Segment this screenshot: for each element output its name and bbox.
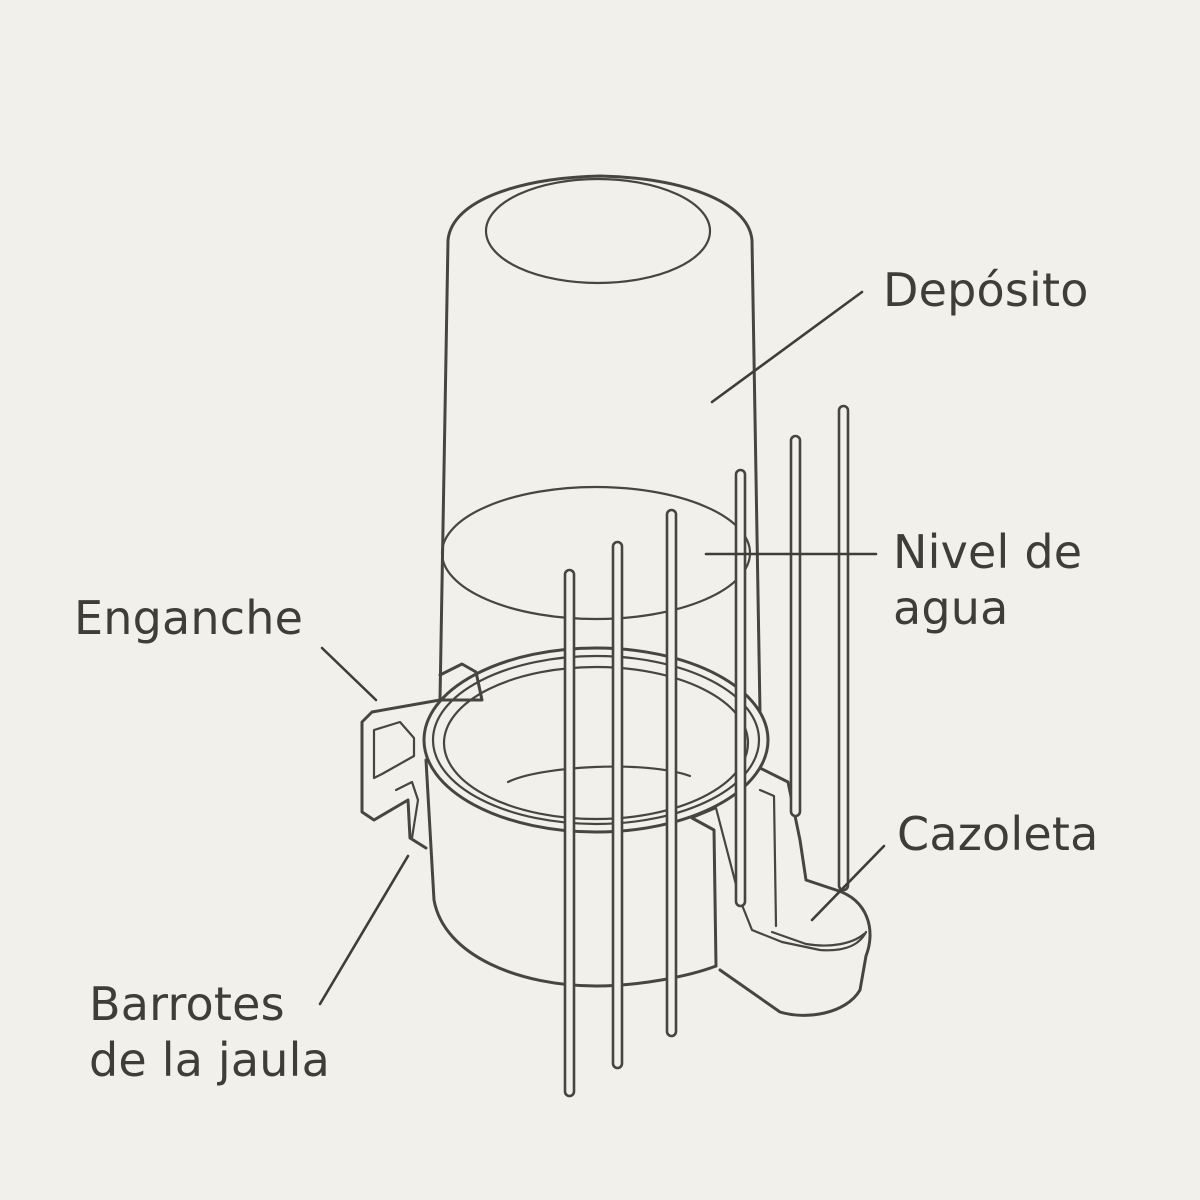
label-enganche: Enganche [74, 590, 303, 646]
drinking-cup [690, 766, 872, 1017]
hook-inner [372, 720, 416, 780]
label-deposito-text: Depósito [883, 263, 1089, 317]
label-nivel-line1: Nivel de [893, 525, 1083, 579]
hook [360, 662, 484, 850]
label-barrotes-line2: de la jaula [89, 1033, 331, 1087]
base-cup [422, 646, 770, 988]
leader-cazoleta [810, 844, 886, 922]
cage-bar-6 [837, 404, 850, 892]
base-inner-water [506, 765, 692, 784]
reservoir-outline [438, 174, 762, 714]
label-nivel-de-agua: Nivel de agua [893, 524, 1082, 636]
leader-deposito [710, 290, 864, 404]
cage-bar-3 [665, 508, 678, 1038]
label-deposito: Depósito [883, 262, 1089, 318]
leader-barrotes [318, 854, 410, 1006]
cage-bar-2 [611, 540, 624, 1070]
cage-bar-4 [734, 468, 747, 908]
spout-outline [690, 766, 872, 1017]
water-level-ellipse [440, 485, 752, 621]
leader-lines [318, 290, 886, 1006]
label-nivel-line2: agua [893, 581, 1009, 635]
label-barrotes-line1: Barrotes [89, 977, 285, 1031]
reservoir-top-rim [484, 177, 712, 285]
base-rim-line [431, 654, 761, 826]
cage-bars [563, 404, 850, 1098]
cage-bar-1 [563, 568, 576, 1098]
base-body [424, 758, 718, 988]
spout-channel [690, 806, 868, 952]
base-inner-rim [442, 665, 750, 821]
leader-enganche [320, 646, 378, 702]
label-cazoleta-text: Cazoleta [897, 807, 1099, 861]
cup-water [770, 930, 866, 947]
hook-clip-tab [394, 780, 420, 840]
reservoir [438, 174, 762, 714]
spout-ridge [758, 788, 778, 928]
cage-bar-5 [789, 434, 802, 818]
hook-outline [360, 662, 484, 850]
label-barrotes-de-la-jaula: Barrotes de la jaula [89, 976, 330, 1088]
label-enganche-text: Enganche [74, 591, 304, 645]
base-outer-rim [422, 646, 770, 834]
label-cazoleta: Cazoleta [897, 806, 1099, 862]
